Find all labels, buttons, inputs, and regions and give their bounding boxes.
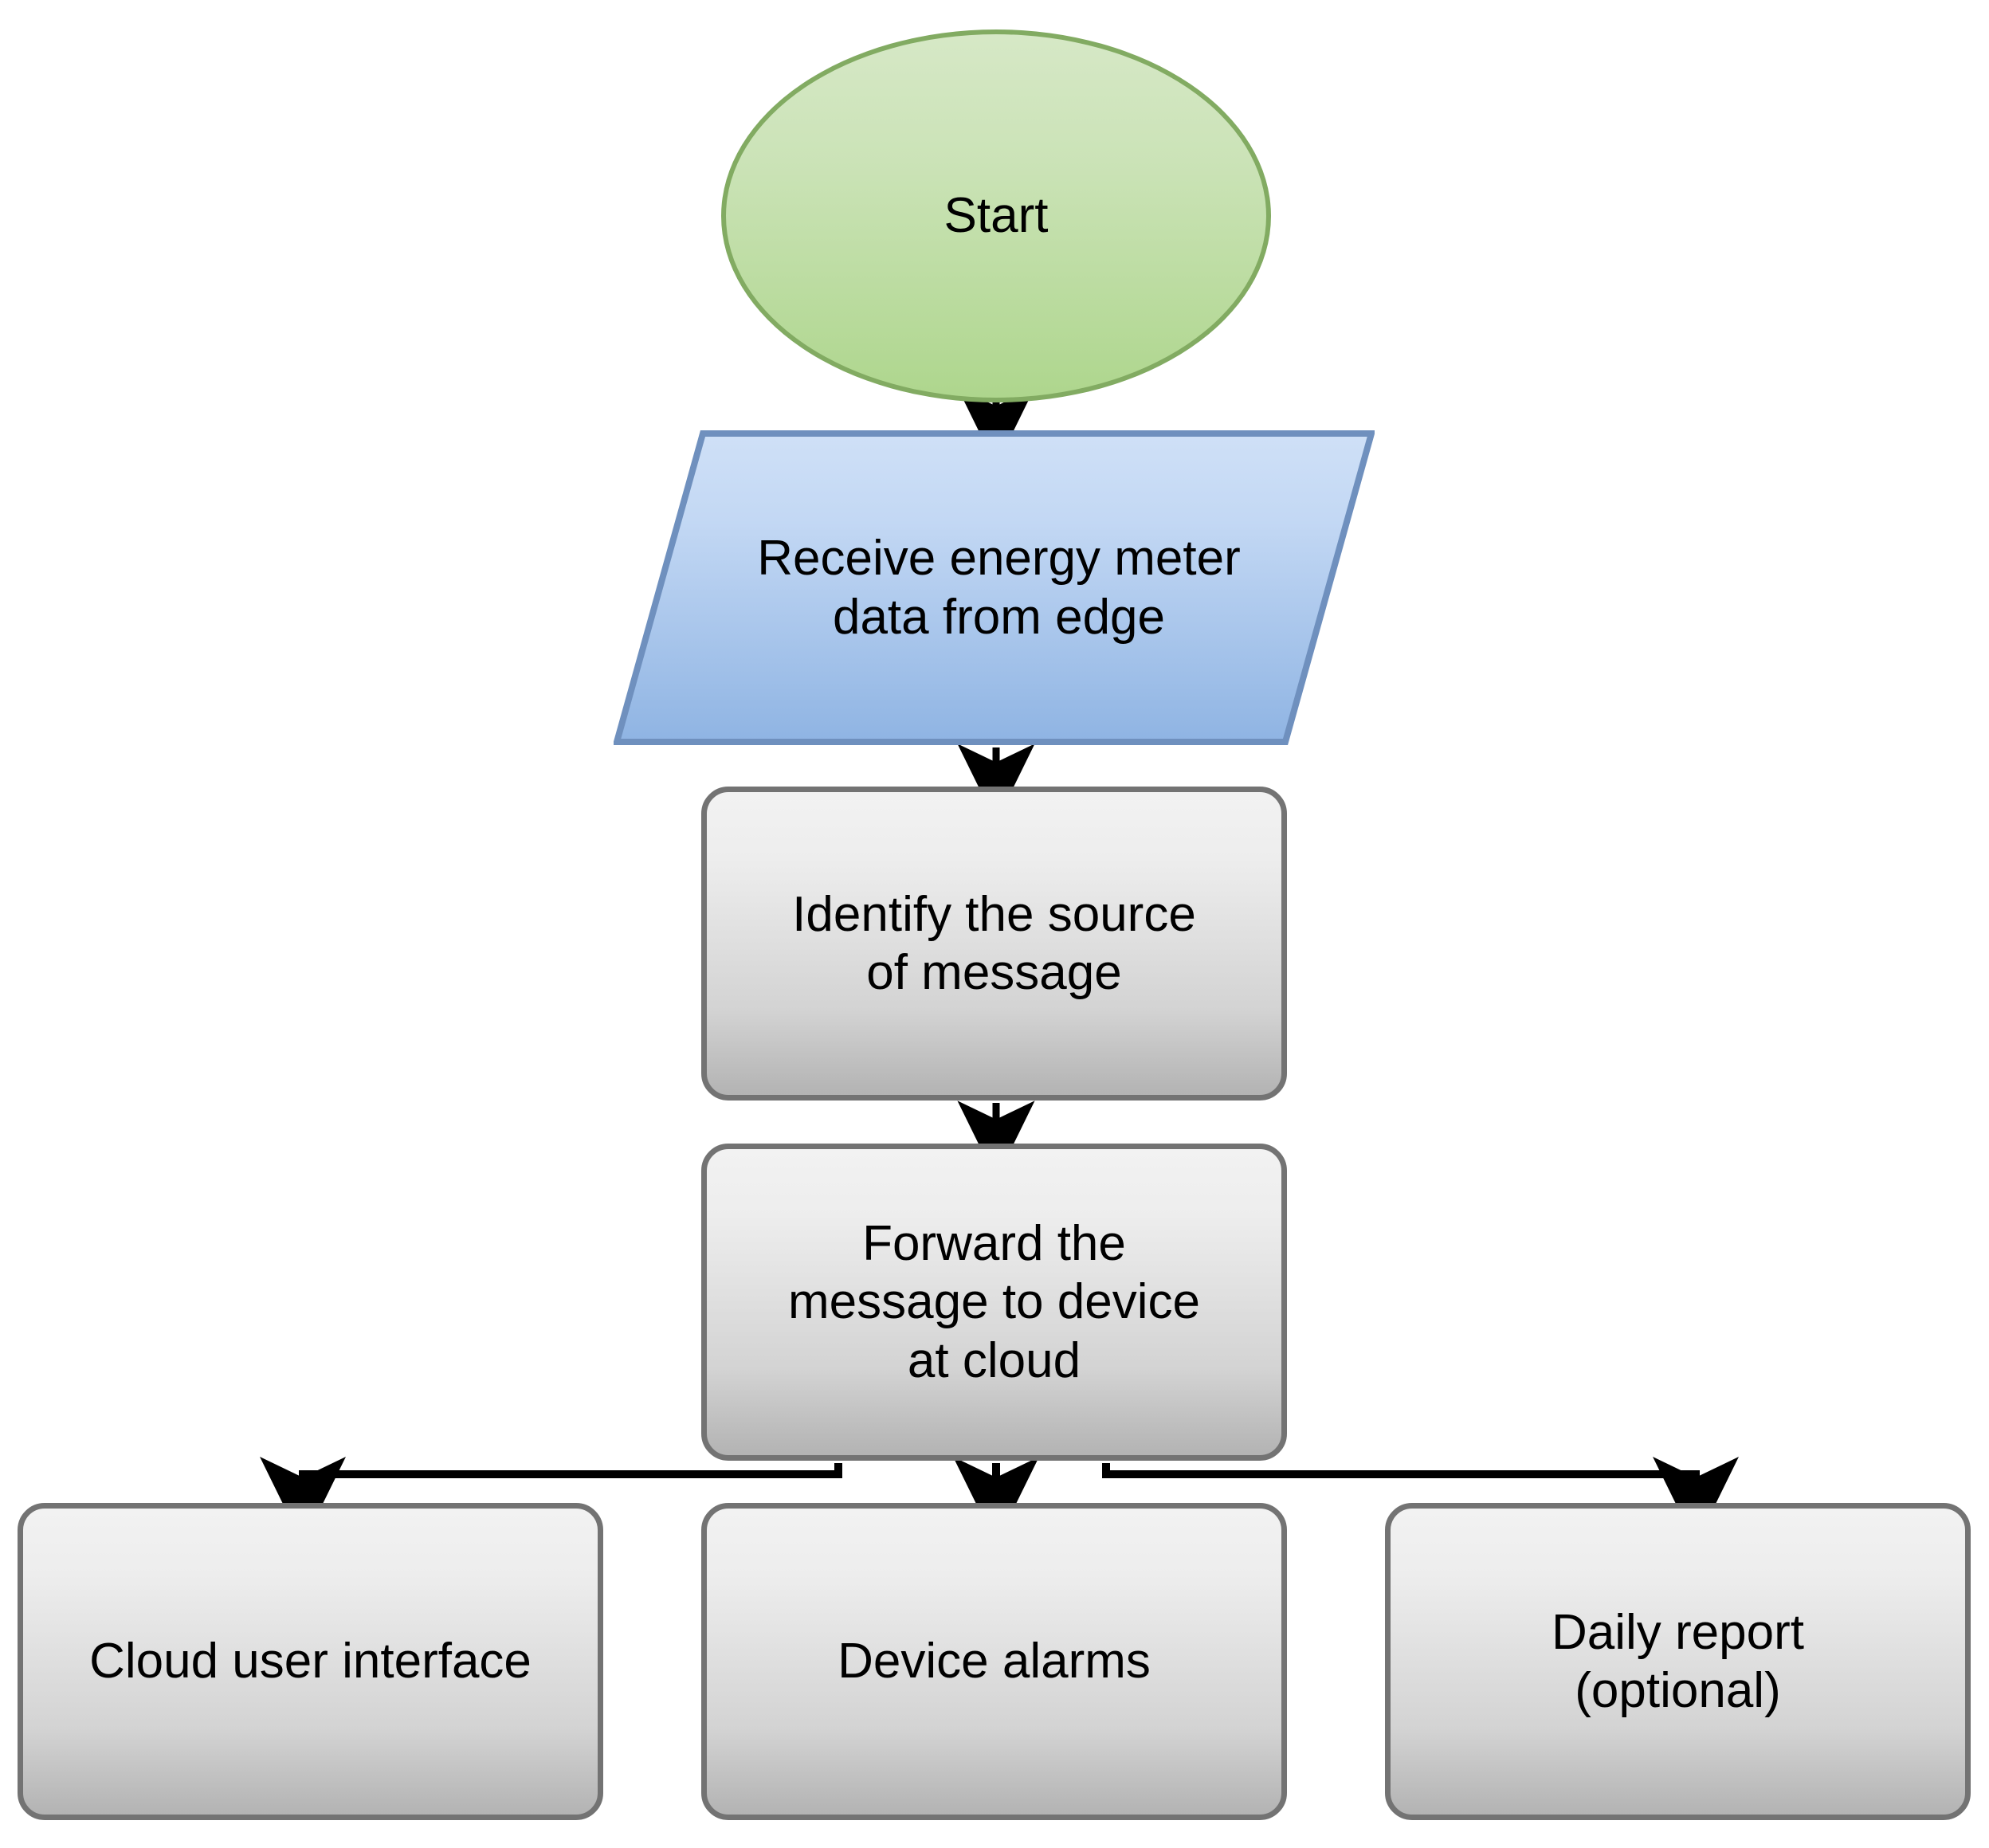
- node-cloud-user-interface-label: Cloud user interface: [89, 1634, 532, 1689]
- node-device-alarms[interactable]: Device alarms: [701, 1503, 1287, 1820]
- node-forward-message[interactable]: Forward the message to device at cloud: [701, 1144, 1287, 1461]
- edge-forward-to-report: [1102, 1457, 1739, 1545]
- node-receive-data[interactable]: Receive energy meter data from edge: [614, 430, 1375, 745]
- node-cloud-user-interface[interactable]: Cloud user interface: [18, 1503, 603, 1820]
- node-forward-message-label: Forward the message to device at cloud: [788, 1216, 1200, 1388]
- node-receive-data-label: Receive energy meter data from edge: [757, 531, 1241, 645]
- parallelogram-shape: [614, 430, 1375, 745]
- node-device-alarms-label: Device alarms: [838, 1634, 1151, 1689]
- node-identify-source[interactable]: Identify the source of message: [701, 787, 1287, 1101]
- node-start-label: Start: [944, 188, 1049, 244]
- node-start[interactable]: Start: [721, 29, 1271, 402]
- edge-forward-to-ui: [260, 1457, 842, 1545]
- node-daily-report-label: Daily report (optional): [1552, 1604, 1804, 1718]
- node-identify-source-label: Identify the source of message: [792, 886, 1196, 1000]
- node-daily-report[interactable]: Daily report (optional): [1385, 1503, 1971, 1820]
